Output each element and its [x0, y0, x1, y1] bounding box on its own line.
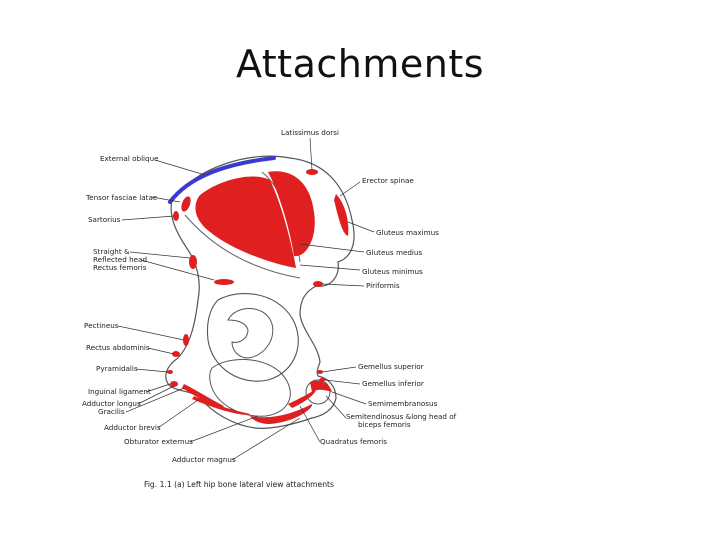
leader-gluteus-minimus	[299, 264, 361, 271]
adductor-brevis-area	[192, 396, 250, 415]
adductor-magnus-area	[250, 404, 313, 424]
latissimus-dorsi-area	[306, 169, 318, 175]
label-obturator-externus: Obturator externus	[124, 437, 193, 446]
label-adductor-magnus: Adductor magnus	[172, 455, 236, 464]
gluteus-maximus-area	[268, 171, 315, 257]
label-gemellus-inferior: Gemellus inferior	[362, 379, 424, 388]
piriformis-area	[313, 281, 323, 287]
anterior-gluteal-line	[184, 214, 301, 279]
leader-rectus-femoris-1	[129, 251, 191, 259]
leader-rectus-abdominis	[147, 347, 175, 355]
leader-gracilis	[125, 387, 185, 413]
leader-adductor-longus	[137, 385, 175, 405]
label-gracilis: Gracilis	[98, 407, 125, 416]
acetabulum-notch	[227, 308, 274, 359]
label-biceps-femoris: biceps femoris	[358, 420, 411, 429]
sartorius-area	[173, 211, 179, 221]
leader-erector-spinae	[339, 181, 361, 197]
label-gluteus-minimus: Gluteus minimus	[362, 267, 423, 276]
rectus-femoris-straight-area	[189, 255, 197, 269]
acetabulum-outer	[206, 293, 299, 382]
rectus-abdominis-area	[172, 351, 180, 357]
gemellus-superior-area	[317, 370, 323, 374]
rectus-femoris-reflected-area	[214, 279, 234, 285]
leader-rectus-femoris-2	[140, 259, 215, 281]
label-quadratus-femoris: Quadratus femoris	[320, 437, 387, 446]
label-straight-reflected: Straight &	[93, 247, 130, 256]
gracilis-area	[182, 384, 224, 407]
label-reflected-head: Reflected head	[93, 255, 148, 264]
slide-title: Attachments	[235, 42, 485, 86]
leader-adductor-brevis	[157, 399, 199, 429]
leader-gluteus-maximus	[347, 221, 375, 233]
adductor-longus-area	[170, 381, 178, 387]
label-rectus-femoris: Rectus femoris	[93, 263, 147, 272]
pyramidalis-area	[167, 370, 173, 374]
label-gluteus-medius: Gluteus medius	[366, 248, 423, 257]
label-erector-spinae: Erector spinae	[362, 176, 414, 185]
label-gemellus-superior: Gemellus superior	[358, 362, 424, 371]
gluteus-medius-area	[195, 176, 296, 268]
leader-piriformis	[321, 283, 365, 287]
leader-quadratus-femoris	[299, 405, 321, 443]
figure-caption: Fig. 1.1 (a) Left hip bone lateral view …	[144, 480, 334, 489]
leader-adductor-magnus	[231, 417, 301, 461]
leader-gluteus-medius	[299, 243, 365, 253]
leader-pyramidalis	[135, 368, 169, 373]
leader-external-oblique	[154, 159, 206, 176]
hip-bone-outline	[165, 155, 355, 429]
leader-inguinal-ligament	[145, 383, 171, 393]
tensor-fasciae-latae-area	[181, 196, 191, 212]
leader-sartorius	[121, 215, 175, 221]
label-inguinal-ligament: Inguinal ligament	[88, 387, 151, 396]
label-piriformis: Piriformis	[366, 281, 400, 290]
leader-gemellus-inferior	[324, 379, 361, 385]
label-latissimus-dorsi: Latissimus dorsi	[281, 128, 339, 137]
leader-semimembranosus	[331, 391, 367, 405]
external-oblique-area	[168, 156, 276, 204]
label-pyramidalis: Pyramidalis	[96, 364, 138, 373]
gemellus-inferior-area	[319, 378, 325, 382]
label-rectus-abdominis: Rectus abdominis	[86, 343, 150, 352]
pectineus-area	[183, 334, 189, 346]
leader-pectineus	[117, 325, 185, 341]
label-tensor-fasciae-latae: Tensor fasciae latae	[86, 193, 158, 202]
quadratus-femoris-area	[288, 388, 317, 408]
leader-tensor-fasciae-latae	[151, 196, 181, 203]
label-pectineus: Pectineus	[84, 321, 119, 330]
ischial-tuberosity-area	[310, 380, 332, 392]
label-semitendinosus: Semitendinosus &long head of	[346, 412, 457, 421]
leader-latissimus-dorsi	[309, 137, 313, 171]
label-semimembranosus: Semimembranosus	[368, 399, 438, 408]
leader-obturator-externus	[189, 415, 259, 443]
obturator-foramen	[209, 358, 291, 417]
leader-gemellus-superior	[321, 366, 357, 373]
label-gluteus-maximus: Gluteus maximus	[376, 228, 439, 237]
label-sartorius: Sartorius	[88, 215, 121, 224]
ischial-tuberosity	[305, 379, 331, 405]
erector-spinae-area	[334, 194, 349, 236]
label-adductor-brevis: Adductor brevis	[104, 423, 161, 432]
label-external-oblique: External oblique	[100, 154, 159, 163]
label-adductor-longus: Adductor longus	[82, 399, 141, 408]
leader-semitendinosus	[325, 395, 347, 419]
